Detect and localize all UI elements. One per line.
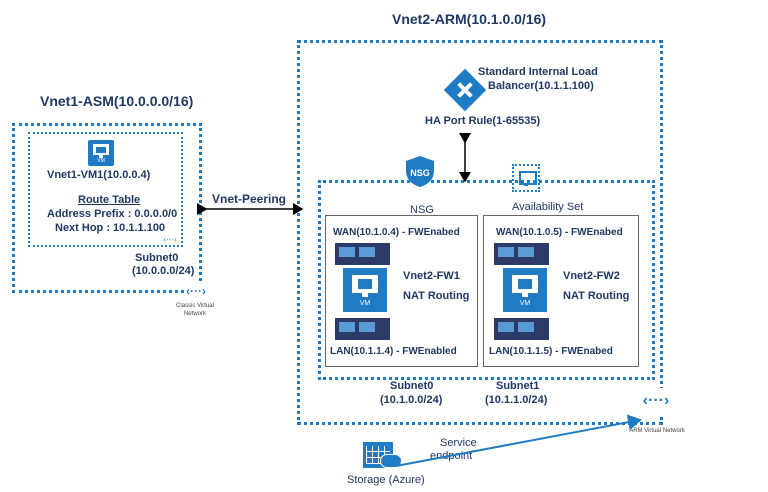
nsg-icon-text: NSG: [410, 168, 430, 178]
availability-set-icon: [512, 164, 540, 192]
vnet2-title: Vnet2-ARM(10.1.0.0/16): [392, 11, 547, 27]
fw2-name: Vnet2-FW2: [563, 270, 620, 282]
fw1-wan-nic-icon: [335, 243, 390, 265]
fw1-name: Vnet2-FW1: [403, 270, 460, 282]
service-endpoint-line2: endpoint: [430, 450, 473, 462]
fw1-routing: NAT Routing: [403, 290, 470, 302]
fw2-lan: LAN(10.1.1.5) - FWEnabed: [489, 346, 613, 357]
fw2-vm-icon: VM: [503, 268, 547, 312]
fw2-box: [483, 215, 639, 367]
subnet1-name: Subnet1: [496, 380, 540, 392]
vnet1-subnet-cidr: (10.0.0.0/24): [132, 265, 195, 277]
storage-label: Storage (Azure): [347, 474, 425, 486]
fw1-box: [325, 215, 478, 367]
vm-icon: VM: [88, 140, 114, 166]
fw1-lan: LAN(10.1.1.4) - FWEnabled: [330, 346, 457, 357]
vnet1-vm-name: Vnet1-VM1(10.0.0.4): [47, 169, 151, 181]
classic-network-icon: ‹···›: [185, 282, 207, 300]
vnet1-subnet-name: Subnet0: [135, 252, 179, 264]
peering-label: Vnet-Peering: [212, 192, 287, 206]
fw2-lan-nic-icon: [494, 318, 549, 340]
classic-network-label: Classic Virtual Network: [176, 303, 214, 317]
lb-name-line2: Balancer(10.1.1.100): [488, 80, 594, 92]
service-endpoint-line1: Service: [440, 437, 477, 449]
fw1-lan-nic-icon: [335, 318, 390, 340]
fw1-vm-icon: VM: [343, 268, 387, 312]
route-table-title: Route Table: [78, 194, 141, 206]
fw2-wan-nic-icon: [494, 243, 549, 265]
subnet0-cidr: (10.1.0.0/24): [380, 394, 443, 406]
nsg-label: NSG: [410, 204, 434, 216]
lb-name-line1: Standard Internal Load: [478, 66, 598, 78]
nsg-shield-icon: NSG: [405, 155, 435, 188]
vnet1-subnet0-boundary: [28, 132, 183, 247]
route-address-prefix: Address Prefix : 0.0.0.0/0: [47, 208, 178, 220]
fw2-wan: WAN(10.1.0.5) - FWEnabed: [496, 227, 623, 238]
arm-network-icon: ‹···›: [640, 388, 672, 414]
subnet1-cidr: (10.1.1.0/24): [485, 394, 548, 406]
route-next-hop: Next Hop : 10.1.1.100: [55, 222, 166, 234]
subnet0-name: Subnet0: [390, 380, 434, 392]
subnet-dots-icon: ‹···›: [163, 235, 177, 244]
availability-set-label: Availability Set: [512, 201, 584, 213]
fw1-wan: WAN(10.1.0.4) - FWEnabed: [333, 227, 460, 238]
ha-port-rule: HA Port Rule(1-65535): [425, 115, 541, 127]
arm-network-label: ARM Virtual Network: [629, 428, 685, 434]
vnet1-title: Vnet1-ASM(10.0.0.0/16): [40, 93, 194, 109]
fw2-routing: NAT Routing: [563, 290, 630, 302]
storage-cloud-badge: [380, 454, 402, 468]
vnet2-subnets-boundary: [318, 180, 655, 380]
